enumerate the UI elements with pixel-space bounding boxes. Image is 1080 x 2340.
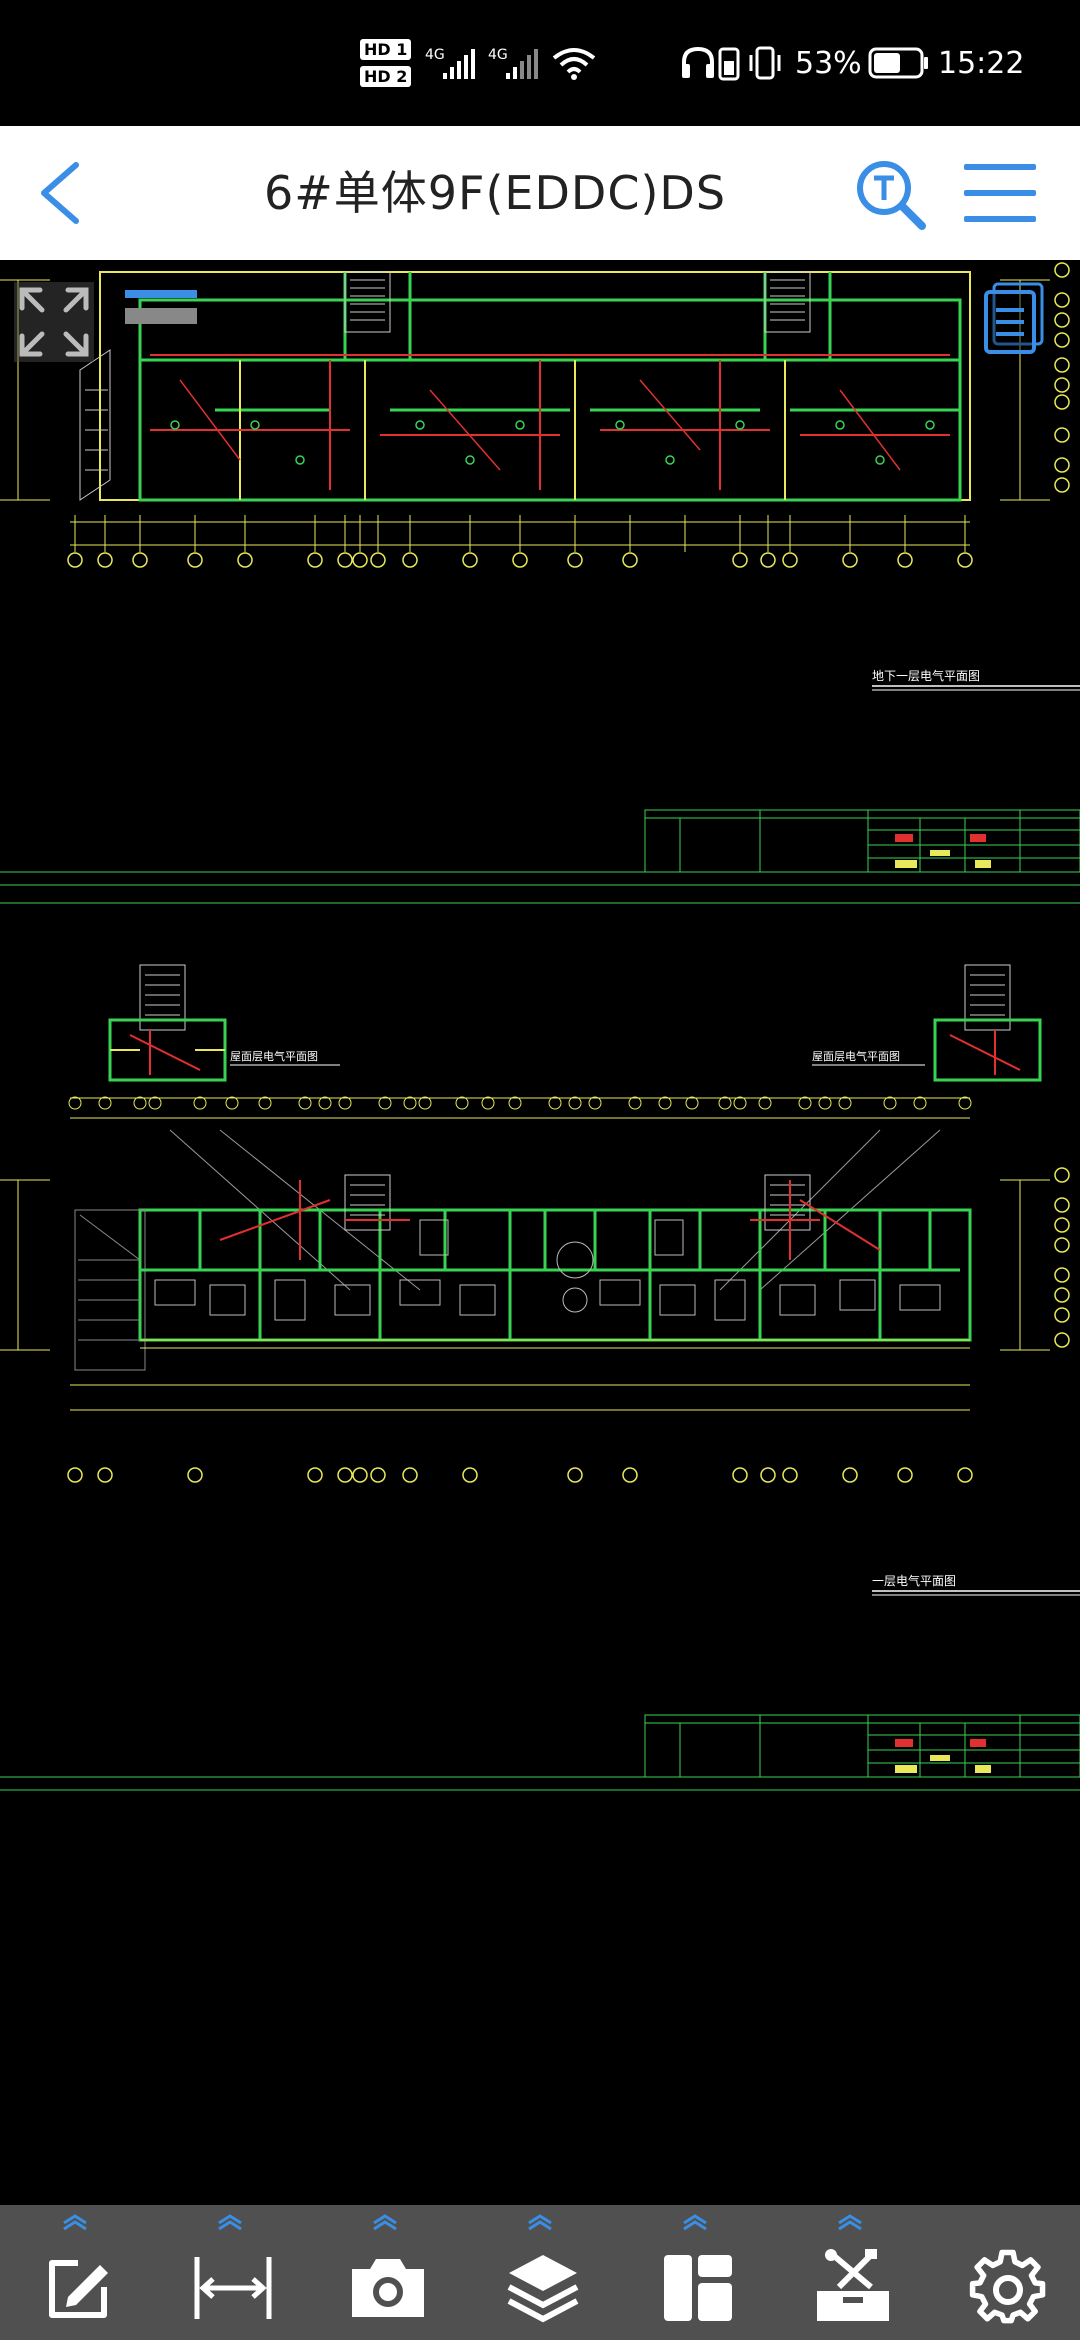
- stair-label-right: 屋面层电气平面图: [812, 1049, 900, 1063]
- document-list-icon: [984, 282, 1044, 354]
- net2-label: 4G: [488, 47, 508, 63]
- menu-button[interactable]: [960, 156, 1040, 230]
- hd-badges: HD 1 HD 2: [360, 0, 412, 126]
- lower-sheet-label: 一层电气平面图: [872, 1573, 956, 1588]
- back-button[interactable]: [20, 153, 100, 233]
- headphone-icon: [680, 0, 716, 126]
- lower-title-block: [0, 1714, 1080, 1791]
- lower-floor-plan: [0, 1167, 1070, 1483]
- stair-label-left: 屋面层电气平面图: [230, 1049, 318, 1063]
- document-title: 6#单体9F(EDDC)DS: [263, 166, 727, 220]
- bottom-toolbar: [0, 2205, 1080, 2340]
- upper-title-block: [0, 809, 1080, 904]
- layout-button[interactable]: [638, 2205, 758, 2340]
- edit-icon: [49, 2260, 108, 2318]
- chevron-up-icon: [63, 2214, 87, 2231]
- battery-percent: 53%: [795, 45, 862, 81]
- left-stair-inset: [108, 964, 227, 1082]
- gear-icon: [969, 2249, 1046, 2324]
- cad-drawing: 地下一层电气平面图 屋面层电气平面图: [0, 262, 1080, 1791]
- net1-label: 4G: [425, 47, 445, 63]
- camera-icon: [352, 2259, 424, 2317]
- hd2-badge: HD 2: [360, 66, 412, 87]
- signal-2-icon: 4G: [488, 0, 543, 126]
- right-stair-inset: [933, 964, 1042, 1082]
- chevron-up-icon: [838, 2214, 862, 2231]
- battery-icon: [868, 0, 930, 126]
- tools-button[interactable]: [793, 2205, 913, 2340]
- layout-selector-bar[interactable]: [125, 290, 197, 298]
- layers-icon: [507, 2255, 579, 2323]
- upper-floor-plan: [0, 262, 1070, 568]
- measure-icon: [194, 2257, 272, 2319]
- settings-button[interactable]: [948, 2205, 1068, 2340]
- chevron-up-icon: [683, 2214, 707, 2231]
- edit-tool-button[interactable]: [18, 2205, 138, 2340]
- layout-selector-tab[interactable]: [125, 308, 197, 324]
- expand-icon: [19, 287, 89, 357]
- wifi-icon: [552, 0, 596, 126]
- vibrate-icon: [748, 0, 782, 126]
- battery-small-icon: [718, 0, 740, 126]
- clock: 15:22: [938, 45, 1025, 81]
- hd1-badge: HD 1: [360, 39, 412, 60]
- title-bar: 6#单体9F(EDDC)DS: [0, 126, 1080, 260]
- fullscreen-button[interactable]: [14, 282, 94, 362]
- text-search-icon: [857, 161, 926, 230]
- sheet-list-button[interactable]: [980, 280, 1050, 360]
- chevron-up-icon: [528, 2214, 552, 2231]
- status-bar: HD 1 HD 2 4G 4G: [0, 0, 1080, 126]
- upper-sheet-label: 地下一层电气平面图: [872, 668, 980, 683]
- hamburger-menu-icon: [964, 164, 1036, 222]
- measure-tool-button[interactable]: [173, 2205, 293, 2340]
- screenshot-button[interactable]: [328, 2205, 448, 2340]
- drawing-canvas[interactable]: 地下一层电气平面图 屋面层电气平面图: [0, 260, 1080, 2205]
- chevron-up-icon: [373, 2214, 397, 2231]
- text-search-button[interactable]: [850, 154, 930, 234]
- layout-icon: [664, 2255, 732, 2321]
- tools-icon: [817, 2249, 889, 2321]
- layers-button[interactable]: [483, 2205, 603, 2340]
- back-arrow-icon: [41, 162, 79, 224]
- signal-1-icon: 4G: [425, 0, 480, 126]
- chevron-up-icon: [218, 2214, 242, 2231]
